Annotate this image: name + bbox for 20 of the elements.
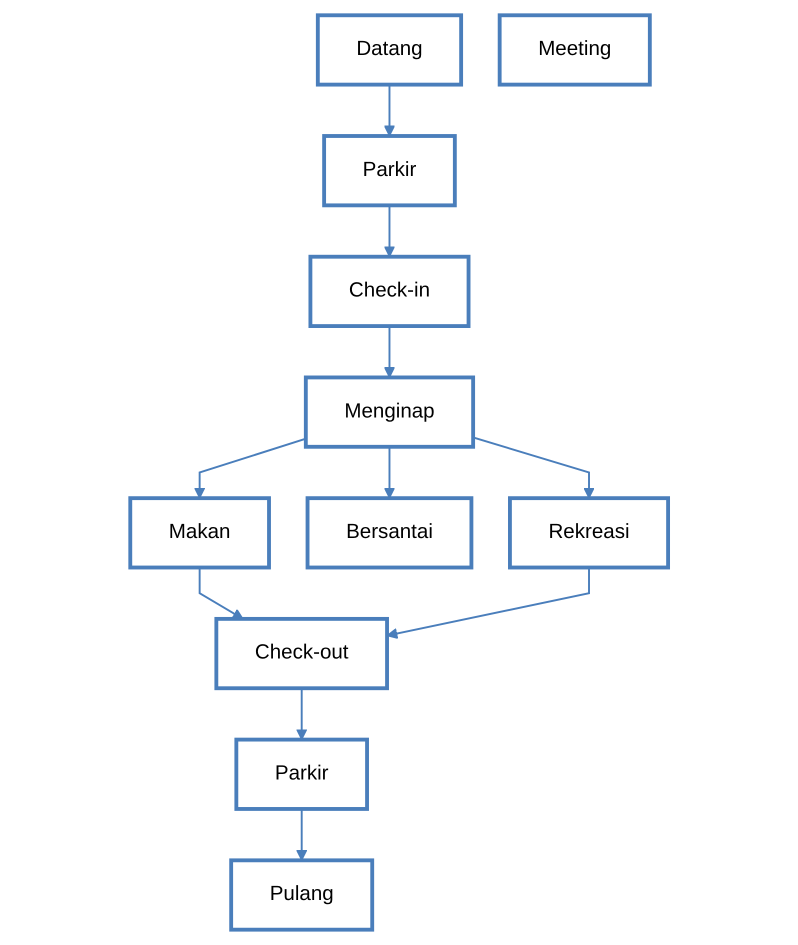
node-box: Menginap	[304, 376, 475, 449]
node-box: Check-out	[214, 616, 389, 690]
arrow	[472, 436, 594, 499]
node-box: Parkir	[234, 738, 369, 811]
node-box: Pulang	[229, 858, 374, 932]
arrow	[384, 446, 395, 499]
arrow	[296, 808, 308, 861]
node-box: Parkir	[322, 134, 457, 208]
arrow	[194, 438, 306, 499]
node-box: Rekreasi	[508, 496, 670, 570]
node-box: Datang	[316, 13, 463, 87]
node-box: Meeting	[498, 13, 652, 87]
arrow	[198, 568, 244, 620]
arrow	[296, 688, 308, 740]
node-box: Check-in	[308, 254, 470, 328]
node-box: Bersantai	[305, 496, 474, 570]
arrow	[384, 205, 395, 258]
node-box: Makan	[128, 496, 271, 570]
arrow	[384, 84, 395, 137]
arrow	[384, 326, 395, 378]
